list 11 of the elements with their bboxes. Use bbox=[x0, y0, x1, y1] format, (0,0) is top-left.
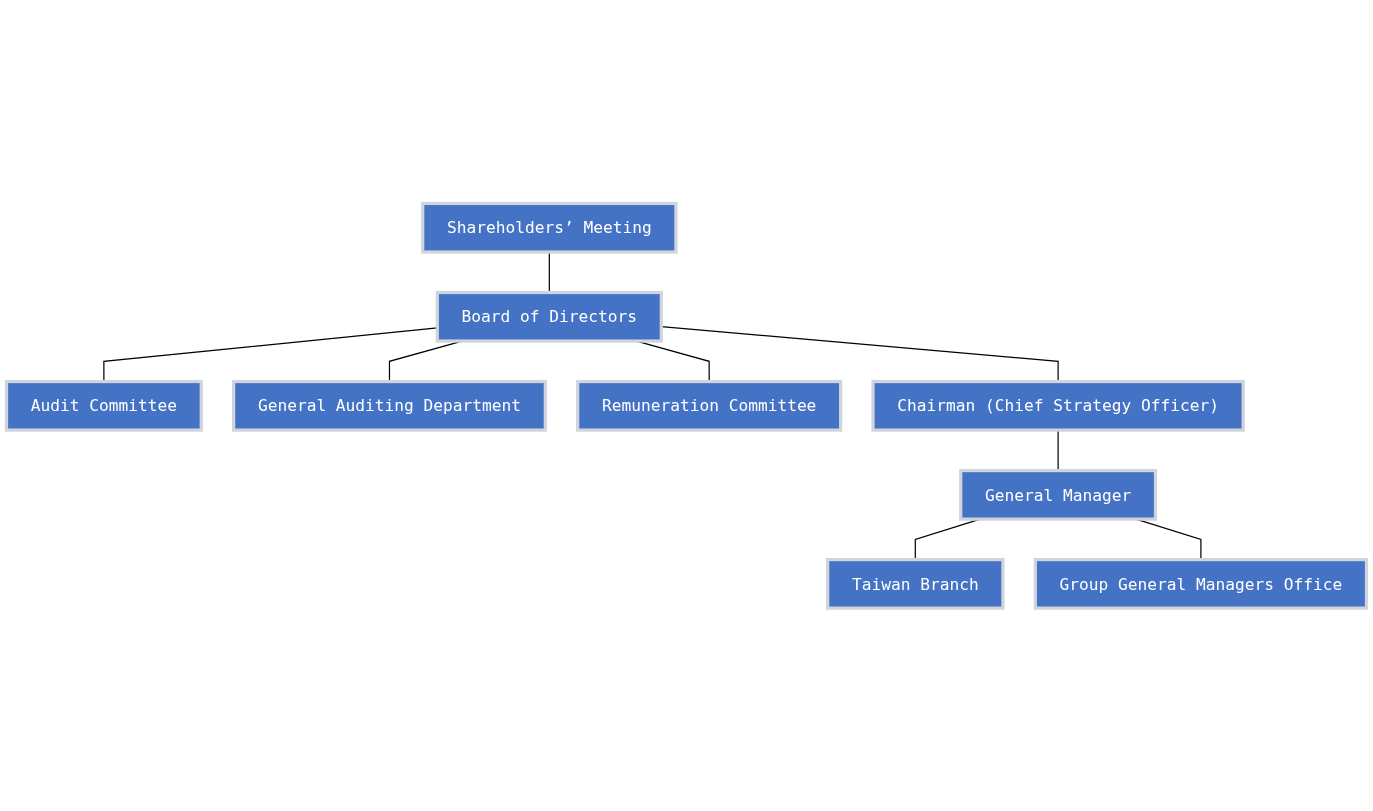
connector bbox=[1057, 429, 1059, 471]
node-box: General Manager bbox=[959, 468, 1158, 521]
node-box: Board of Directors bbox=[435, 290, 663, 343]
node-box: Taiwan Branch bbox=[826, 557, 1005, 610]
node-box: Chairman (Chief Strategy Officer) bbox=[871, 379, 1245, 432]
node-box: Remuneration Committee bbox=[576, 379, 843, 432]
node-box: General Auditing Department bbox=[232, 379, 547, 432]
connector bbox=[548, 251, 550, 293]
node-box: Audit Committee bbox=[4, 379, 203, 432]
node-box: Group General Managers Office bbox=[1033, 557, 1369, 610]
node-box: Shareholders’ Meeting bbox=[421, 201, 678, 254]
